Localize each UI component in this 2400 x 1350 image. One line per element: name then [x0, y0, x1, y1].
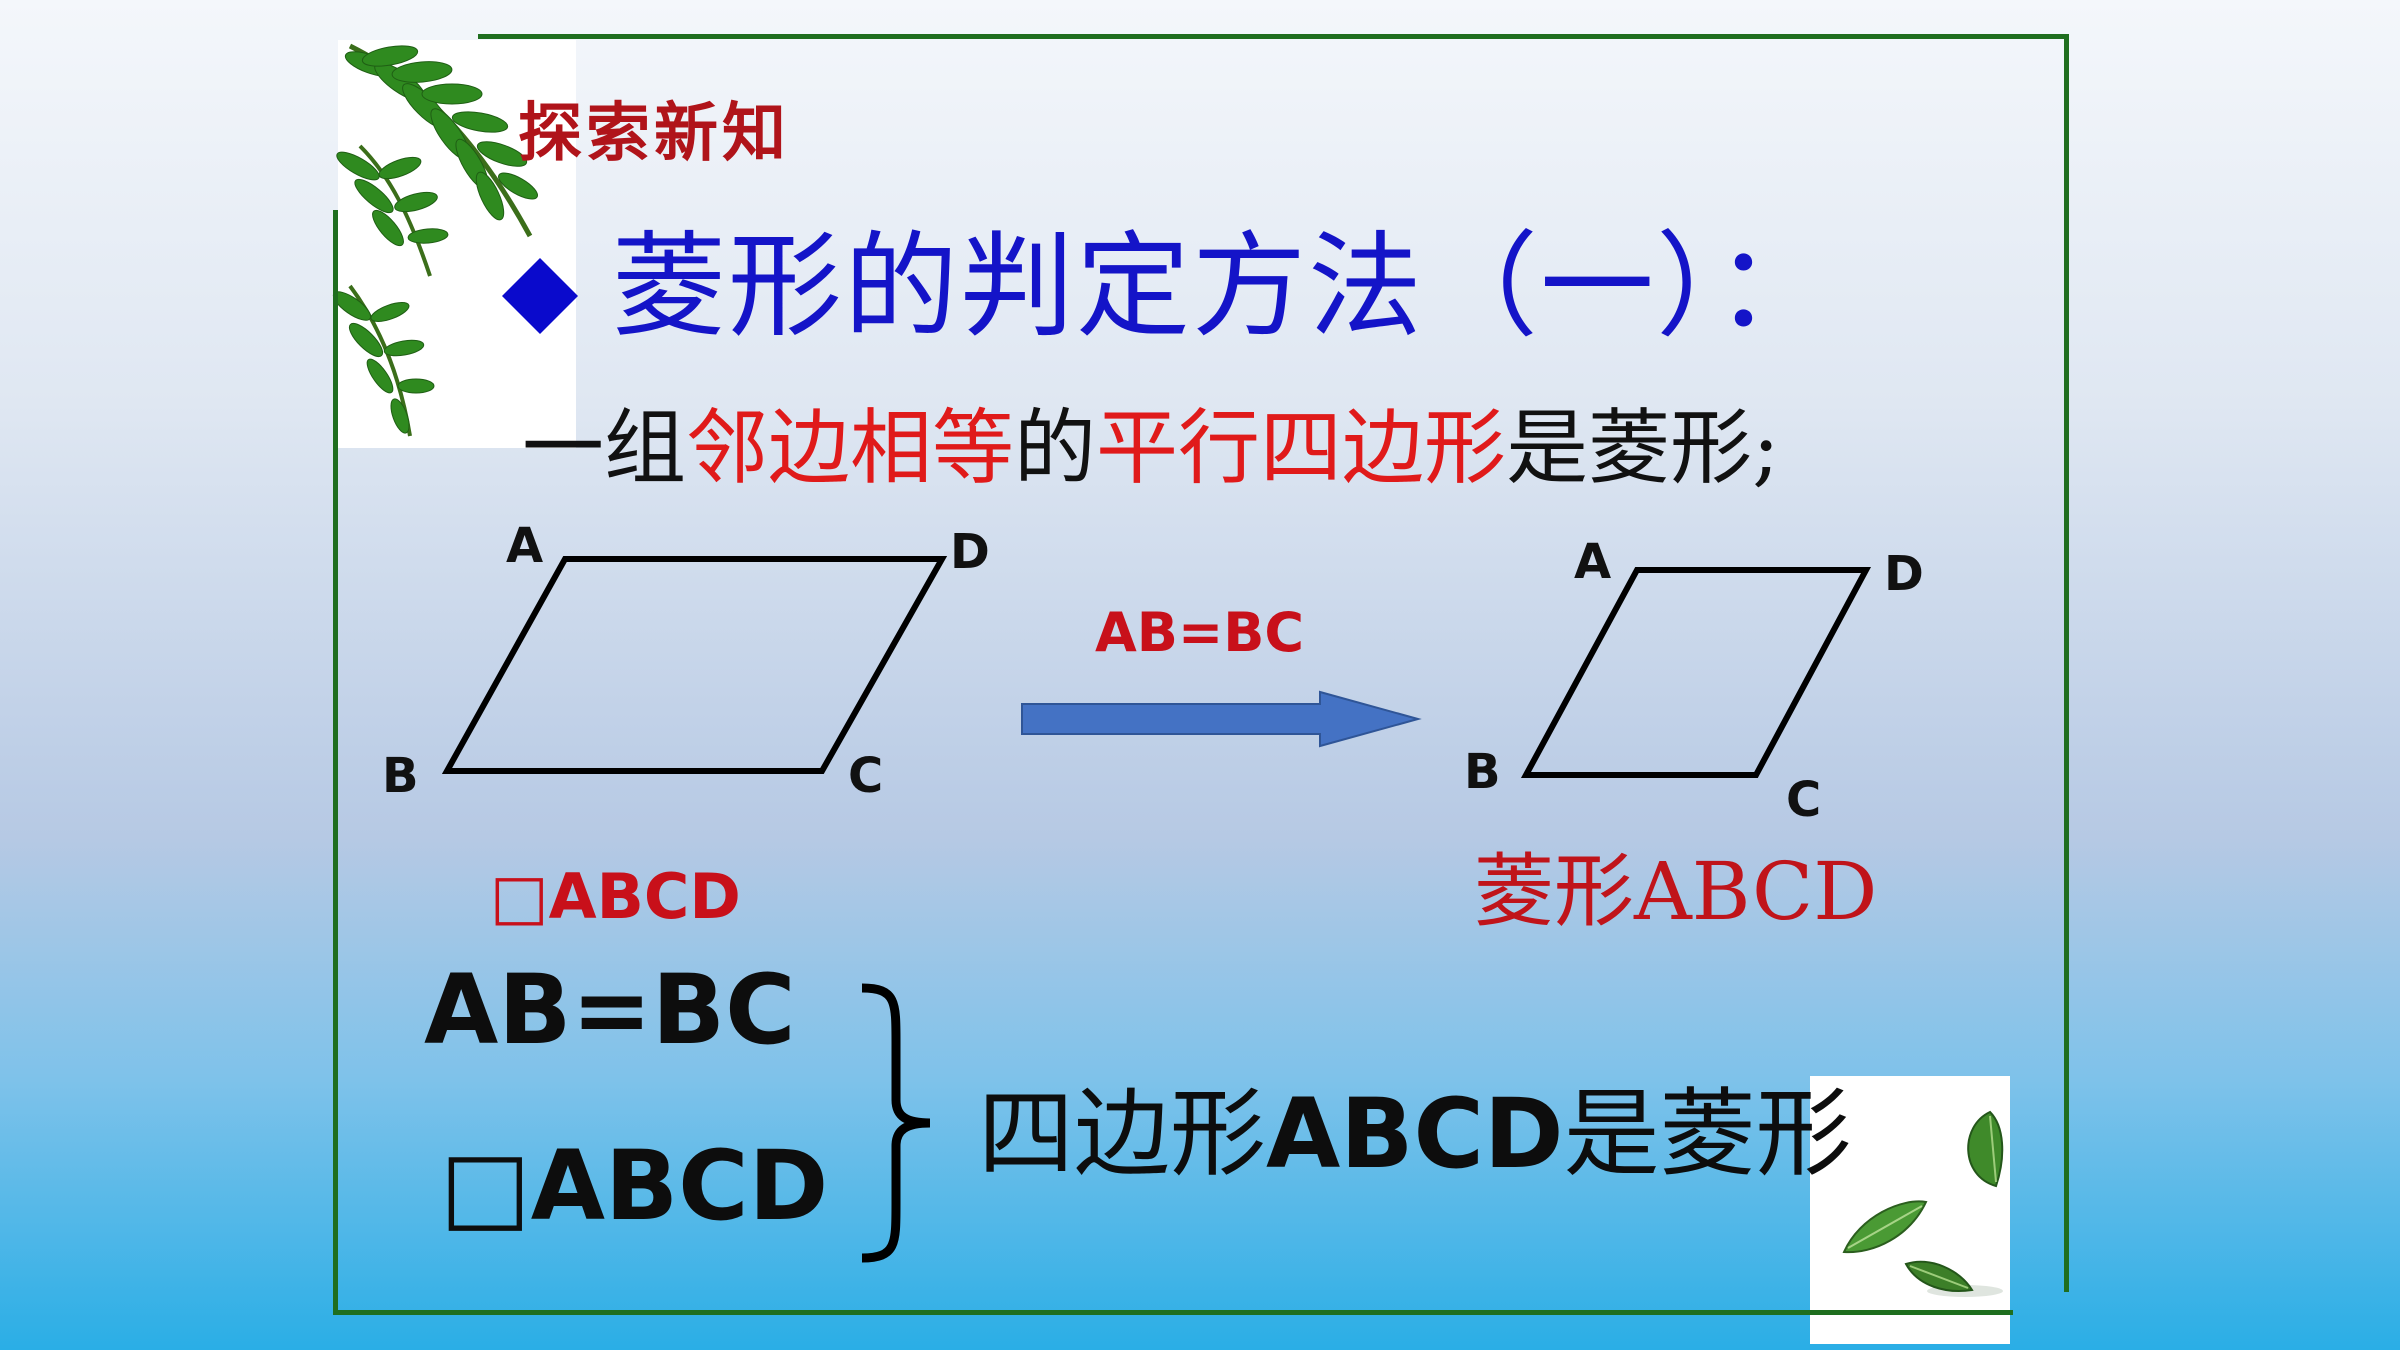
right-brace-icon [861, 983, 931, 1263]
right-vertex-a: A [1574, 534, 1612, 590]
left-vertex-a: A [506, 518, 544, 574]
fern-branch-icon [332, 43, 538, 437]
definition-part: 一组 [522, 401, 687, 496]
diamond-bullet-icon [502, 258, 578, 334]
frame-right-line [2064, 34, 2069, 1292]
frame-left-line [333, 210, 338, 1314]
conclusion-part: 四边形 [978, 1078, 1266, 1190]
right-arrow-icon [1021, 690, 1422, 748]
left-vertex-b: B [382, 748, 419, 804]
page-title: 菱形的判定方法（一）： [612, 220, 1832, 353]
conclusion-statement: 四边形ABCD是菱形 [978, 1086, 1852, 1182]
right-vertex-b: B [1464, 744, 1501, 800]
frame-top-line [478, 34, 2068, 39]
parallelogram-shape [441, 556, 948, 774]
rhombus-shape [1520, 567, 1872, 778]
parallelogram-caption: □ABCD [490, 860, 741, 933]
definition-part: 是菱形; [1506, 401, 1780, 496]
conclusion-part: 是菱形 [1563, 1078, 1852, 1190]
arrow-condition-label: AB=BC [1095, 601, 1304, 664]
left-vertex-d: D [950, 524, 990, 580]
definition-part: 的 [1014, 401, 1097, 496]
condition-equal-sides: AB=BC [424, 954, 796, 1066]
definition-highlight-parallelogram: 平行四边形 [1096, 401, 1507, 496]
left-vertex-c: C [848, 748, 884, 804]
section-heading: 探索新知 [518, 97, 790, 171]
definition-highlight-adjacent-sides: 邻边相等 [686, 401, 1015, 496]
condition-parallelogram: □ABCD [440, 1130, 829, 1242]
right-vertex-c: C [1786, 772, 1822, 828]
definition-sentence: 一组邻边相等的平行四边形是菱形; [522, 408, 1780, 490]
leaf-icon [1842, 1110, 2004, 1297]
rhombus-caption: 菱形ABCD [1474, 845, 1878, 938]
frame-bottom-line [333, 1310, 2013, 1315]
conclusion-figure-name: ABCD [1266, 1078, 1564, 1190]
right-vertex-d: D [1884, 546, 1924, 602]
